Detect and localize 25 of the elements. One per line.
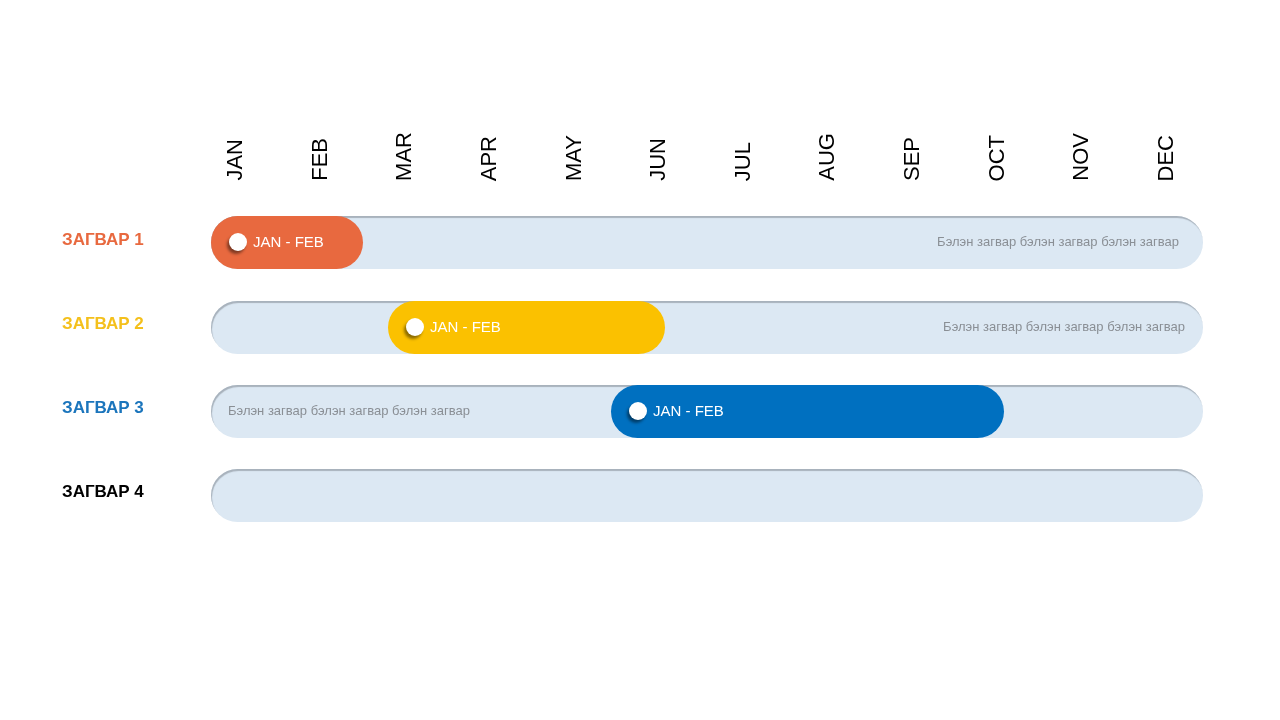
timeline-bar (388, 301, 665, 354)
timeline-bar (211, 216, 363, 269)
description-text: Бэлэн загвар бэлэн загвар бэлэн загвар (943, 319, 1185, 335)
month-label: DEC (1153, 134, 1180, 181)
month-label: JUN (645, 138, 672, 181)
month-label: SEP (899, 136, 926, 181)
date-range-text: JAN - FEB (253, 233, 324, 251)
month-label: APR (475, 135, 502, 181)
date-range-text: JAN - FEB (653, 402, 724, 420)
row-label: ЗАГВАР 3 (62, 398, 144, 418)
month-label: JAN (222, 139, 248, 181)
row-label: ЗАГВАР 4 (62, 482, 144, 502)
month-label: MAR (391, 132, 418, 181)
date-range-text: JAN - FEB (430, 318, 501, 336)
month-label: OCT (983, 134, 1010, 181)
month-label: NOV (1068, 133, 1095, 181)
description-text: Бэлэн загвар бэлэн загвар бэлэн загвар (228, 403, 470, 419)
month-label: JUL (729, 141, 756, 181)
timeline-bar (611, 385, 1004, 438)
month-label: MAY (560, 134, 587, 181)
month-label: FEB (306, 138, 333, 181)
description-text: Бэлэн загвар бэлэн загвар бэлэн загвар (937, 234, 1179, 250)
row-label: ЗАГВАР 2 (62, 314, 144, 334)
row-label: ЗАГВАР 1 (62, 230, 144, 250)
month-label: AUG (814, 133, 841, 181)
